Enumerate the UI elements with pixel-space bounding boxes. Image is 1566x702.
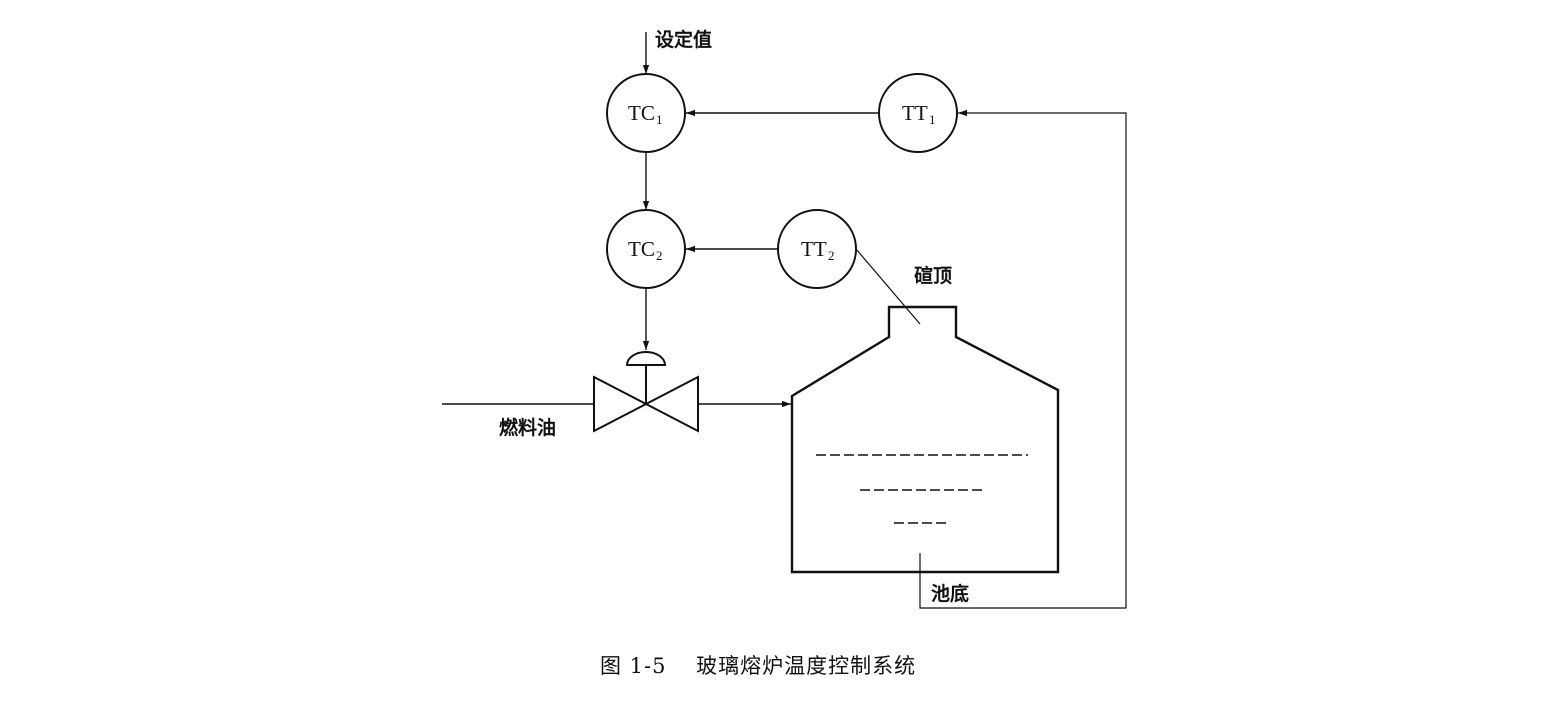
svg-text:1: 1 (656, 112, 663, 127)
tc1-controller: TC 1 (606, 73, 686, 153)
bottom-sensor-line (919, 109, 1127, 609)
fuel-oil-label: 燃料油 (499, 416, 556, 439)
svg-text:TC: TC (628, 101, 655, 125)
tt2-sensor-line (855, 248, 921, 325)
crown-label: 碹顶 (914, 264, 952, 287)
svg-text:TT: TT (902, 101, 928, 125)
tc2-controller: TC 2 (606, 209, 686, 289)
glass-furnace (790, 305, 1060, 574)
tt2-transmitter: TT 2 (777, 209, 857, 289)
setpoint-label: 设定值 (655, 28, 712, 51)
figure-caption: 图 1-5 玻璃熔炉温度控制系统 (600, 654, 916, 678)
tt1-transmitter: TT 1 (878, 73, 958, 153)
svg-text:2: 2 (828, 248, 835, 263)
control-valve (593, 351, 699, 433)
bottom-label: 池底 (931, 582, 969, 605)
svg-text:1: 1 (929, 112, 936, 127)
svg-text:2: 2 (656, 248, 663, 263)
svg-text:TT: TT (801, 237, 827, 261)
svg-text:TC: TC (628, 237, 655, 261)
